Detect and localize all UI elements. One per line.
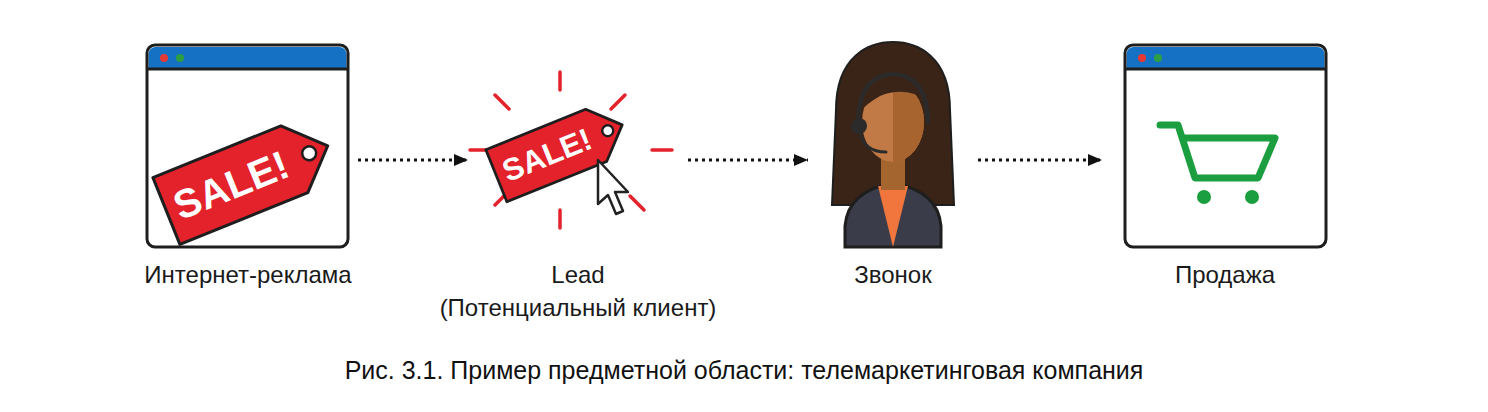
tag-hole [300, 144, 318, 162]
node-label: Lead (Потенциальный клиент) [418, 258, 738, 324]
icon-node: Звонок [808, 40, 978, 252]
operator-figure [832, 42, 954, 247]
tag-text: SALE! [498, 123, 596, 187]
cart-basket [1160, 125, 1275, 178]
window-frame [147, 45, 348, 247]
window-bar-line [147, 68, 348, 71]
tag-body [153, 112, 341, 244]
window-bar-line [1125, 68, 1326, 71]
window-dot [176, 54, 184, 62]
jacket [845, 183, 941, 247]
window-body [1125, 45, 1326, 247]
shirt [878, 186, 908, 247]
ray [652, 148, 672, 152]
window-body [147, 45, 348, 247]
window-dot [160, 54, 168, 62]
headset-band [858, 74, 928, 124]
headset-mic [860, 132, 886, 152]
cart-wheel [1245, 190, 1259, 204]
window-dot [1154, 54, 1162, 62]
sale-tag [153, 112, 341, 244]
shopping-cart [1160, 125, 1275, 204]
icon-node: Интернет-реклама [138, 40, 358, 252]
ray [611, 95, 625, 109]
dotted-arrow [688, 159, 808, 162]
window-bar [1127, 47, 1325, 69]
tag-text: SALE! [168, 144, 294, 226]
figure-caption: Рис. 3.1. Пример предметной области: тел… [345, 354, 1144, 386]
window-dot [1138, 54, 1146, 62]
ray [558, 210, 562, 228]
node-label: Продажа [1175, 258, 1275, 291]
dotted-arrow [978, 159, 1102, 162]
tag-hole [601, 124, 615, 138]
ray [558, 72, 562, 90]
cart-wheel [1197, 190, 1211, 204]
icon-node: Продажа [1102, 40, 1348, 252]
hair [832, 42, 954, 205]
node-label: Интернет-реклама [144, 258, 351, 291]
caption-row: Рис. 3.1. Пример предметной области: тел… [0, 354, 1488, 386]
mouse-cursor [598, 160, 628, 214]
window-bar [149, 47, 347, 69]
neck [881, 158, 905, 190]
browser-window [1125, 45, 1326, 247]
dotted-arrow [358, 159, 468, 162]
node-label: Звонок [854, 258, 931, 291]
click-rays [470, 72, 672, 228]
window-frame [1125, 45, 1326, 247]
ray [630, 196, 644, 210]
browser-window [147, 45, 348, 247]
ray [495, 95, 509, 109]
